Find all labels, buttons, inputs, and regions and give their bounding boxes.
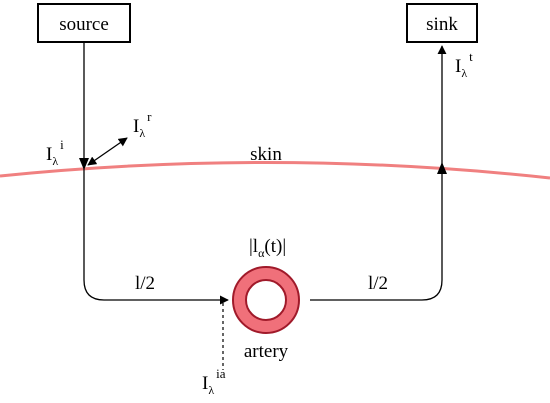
skin-line [0, 161, 550, 180]
sink-box: sink [406, 3, 478, 43]
reflected-base: I [133, 116, 139, 137]
incident-base: I [46, 144, 52, 165]
incident-arrowhead [79, 158, 89, 170]
artery-lumen [245, 279, 287, 321]
incident-sub: λ [52, 154, 58, 168]
reflected-sub: λ [139, 126, 145, 140]
artery-signal-close: (t)| [264, 236, 286, 257]
artery-incident-sup: ia [216, 366, 226, 381]
reflected-light-arrow [87, 137, 128, 166]
source-box: source [37, 3, 131, 43]
transmitted-arrowhead [437, 162, 447, 174]
half-length-left-label: l/2 [135, 273, 155, 294]
artery-signal-label: |lα(t)| [249, 236, 286, 260]
artery-incident-intensity-label: Iλia [202, 366, 226, 397]
reflected-intensity-label: Iλr [133, 109, 152, 140]
reflected-sup: r [147, 109, 152, 124]
half-length-right-label: l/2 [368, 273, 388, 294]
incident-sup: i [60, 137, 64, 152]
transmitted-sub: λ [461, 66, 467, 80]
artery-incident-sub: λ [208, 383, 214, 397]
transmitted-sup: t [469, 49, 473, 64]
artery-signal-sub: α [258, 246, 265, 260]
artery-signal-open: |l [249, 236, 258, 257]
transmitted-intensity-label: Iλt [455, 49, 473, 80]
skin-label: skin [250, 144, 282, 165]
transmitted-base: I [455, 56, 461, 77]
transmitted-light-path [310, 45, 447, 301]
sink-label: sink [426, 14, 458, 35]
incident-intensity-label: Iλi [46, 137, 64, 168]
artery-incident-base: I [202, 373, 208, 394]
artery-label: artery [244, 341, 289, 362]
incident-light-path [83, 42, 229, 305]
source-label: source [59, 14, 109, 35]
